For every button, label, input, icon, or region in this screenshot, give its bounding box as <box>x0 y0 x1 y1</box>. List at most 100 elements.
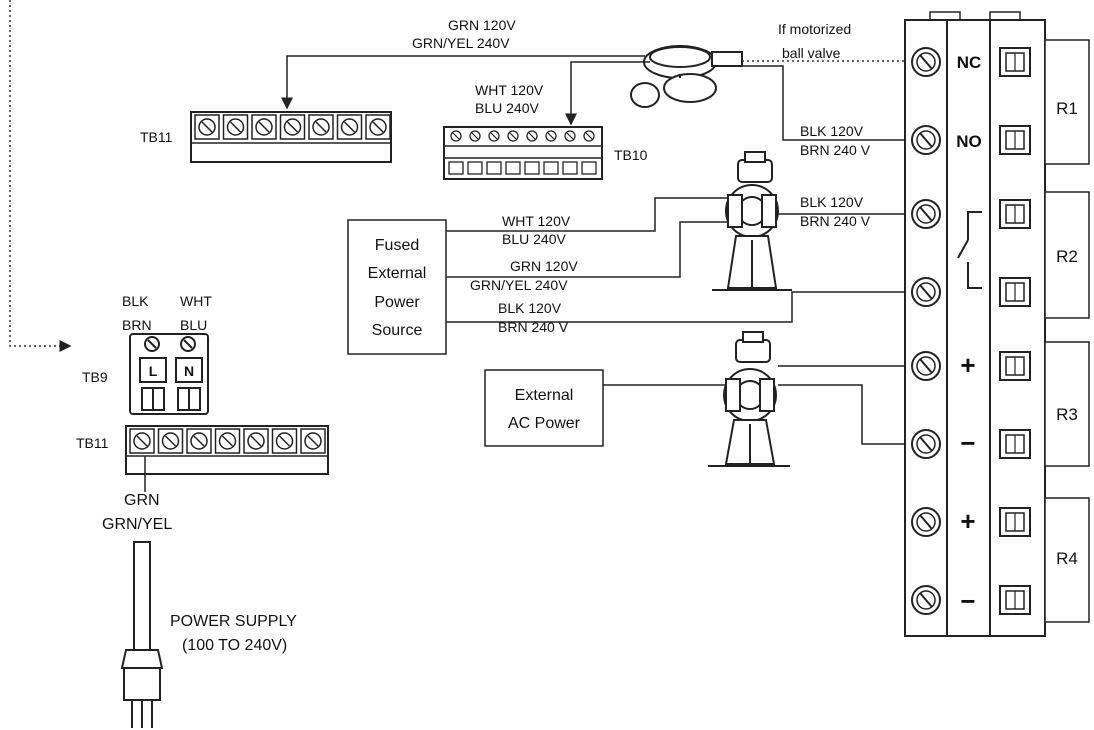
valve-no-wire <box>742 65 912 141</box>
terminal-screw <box>186 428 212 454</box>
relay-r1-label: R1 <box>1056 99 1078 118</box>
mid-grn-label-1: GRN 120V <box>510 258 578 274</box>
terminal-screw <box>251 114 277 140</box>
fused-grn-wire <box>446 221 728 278</box>
fused-power-box <box>347 219 447 355</box>
ext-ac-label-1: External <box>515 387 574 404</box>
tb10-terminal <box>505 130 521 175</box>
relay-terminal-row <box>911 47 1031 77</box>
tb9-brn-label: BRN <box>122 317 152 333</box>
relay-terminal-row <box>911 125 1031 155</box>
plus-label-1: + <box>960 350 975 380</box>
tb10-label: TB10 <box>614 147 648 163</box>
tb11-top-terminal-block <box>190 111 392 163</box>
relay-r4-box <box>1044 497 1090 623</box>
terminal-screw <box>157 428 184 454</box>
top-grn-label-2: GRN/YEL 240V <box>412 35 510 51</box>
minus-label-2: − <box>960 586 975 616</box>
terminal-screw <box>279 114 306 140</box>
no-wire-label-2: BRN 240 V <box>800 142 871 158</box>
terminal-screw <box>222 114 249 140</box>
pump2-minus-wire <box>778 384 912 445</box>
fused-wht-wire <box>446 197 728 232</box>
fused-label-2: External <box>368 265 427 282</box>
mid-blk-label-2: BRN 240 V <box>498 319 569 335</box>
r2-wire-label-2: BRN 240 V <box>800 213 871 229</box>
external-ac-power-box <box>484 369 604 447</box>
relay-r1-box <box>1044 39 1090 165</box>
plus-label-2: + <box>960 506 975 536</box>
relay-r4-label: R4 <box>1056 549 1078 568</box>
relay-terminal-strip <box>904 11 1046 637</box>
tb11-top-label: TB11 <box>140 129 173 145</box>
tb10-terminal <box>467 130 483 175</box>
no-wire-label-1: BLK 120V <box>800 123 864 139</box>
relay-terminal-row <box>911 351 1031 381</box>
tb9-terminal-block <box>129 333 209 415</box>
tb11-bottom-terminal-block <box>125 425 329 475</box>
terminal-screw <box>336 114 363 140</box>
tb9-n-label: N <box>184 363 194 379</box>
valve-note-1: If motorized <box>778 21 851 37</box>
tb10-wire-label-1: WHT 120V <box>475 82 544 98</box>
terminal-screw <box>300 428 326 454</box>
terminal-screw <box>243 428 269 454</box>
fused-blk-wire <box>446 291 912 323</box>
top-grn-wire <box>281 55 645 110</box>
tb10-terminal <box>543 130 559 175</box>
terminal-screw <box>194 114 220 140</box>
relay-r3-label: R3 <box>1056 405 1078 424</box>
relay-r2-label: R2 <box>1056 247 1078 266</box>
relay-terminal-row <box>911 585 1031 615</box>
tb9-l-label: L <box>149 363 158 379</box>
relay-terminal-row <box>911 277 1031 307</box>
mid-blk-label-1: BLK 120V <box>498 300 562 316</box>
terminal-screw <box>271 428 298 454</box>
metering-pump-2 <box>708 331 790 467</box>
power-supply-label-2: (100 TO 240V) <box>182 637 287 654</box>
tb10-terminal <box>486 130 502 175</box>
tb9-blk-label: BLK <box>122 293 149 309</box>
terminal-screw <box>129 428 155 454</box>
tb9-blu-label: BLU <box>180 317 207 333</box>
minus-label-1: − <box>960 428 975 458</box>
terminal-screw <box>365 114 391 140</box>
top-grn-label-1: GRN 120V <box>448 17 516 33</box>
valve-note-2: ball valve <box>782 45 841 61</box>
relay-r3-box <box>1044 341 1090 467</box>
r2-wire-label-1: BLK 120V <box>800 194 864 210</box>
power-supply-label-1: POWER SUPPLY <box>170 613 297 630</box>
tb10-wire-label-2: BLU 240V <box>475 100 539 116</box>
tb9-label: TB9 <box>82 369 108 385</box>
fused-label-4: Source <box>372 322 423 339</box>
nc-label: NC <box>957 53 982 72</box>
tb10-terminal-block <box>443 126 603 180</box>
tb10-terminal <box>524 130 540 175</box>
fused-label-3: Power <box>374 294 420 311</box>
mid-grn-label-2: GRN/YEL 240V <box>470 277 568 293</box>
mid-wht-label-2: BLU 240V <box>502 231 566 247</box>
power-cord-plug <box>120 541 164 728</box>
tb11-bottom-label: TB11 <box>76 435 109 451</box>
ground-label-1: GRN <box>124 492 160 509</box>
no-label: NO <box>956 132 982 151</box>
relay-terminal-row <box>911 199 1031 229</box>
metering-pump-1 <box>712 151 792 291</box>
dotted-ground-wire <box>9 0 72 352</box>
tb10-terminal <box>448 130 464 175</box>
r2-switch-symbol <box>957 211 982 289</box>
terminal-screw <box>308 114 334 140</box>
fused-label-1: Fused <box>375 237 419 254</box>
relay-terminal-row <box>911 507 1031 537</box>
ext-ac-label-2: AC Power <box>508 415 581 432</box>
relay-terminal-row <box>911 429 1031 459</box>
tb10-wht-wire <box>565 61 650 126</box>
tb10-terminal <box>581 130 597 175</box>
relay-r2-box <box>1044 191 1090 319</box>
ground-label-2: GRN/YEL <box>102 516 172 533</box>
tb9-wht-label: WHT <box>180 293 212 309</box>
tb10-terminal <box>562 130 578 175</box>
mid-wht-label-1: WHT 120V <box>502 213 571 229</box>
motorized-ball-valve <box>630 45 743 108</box>
